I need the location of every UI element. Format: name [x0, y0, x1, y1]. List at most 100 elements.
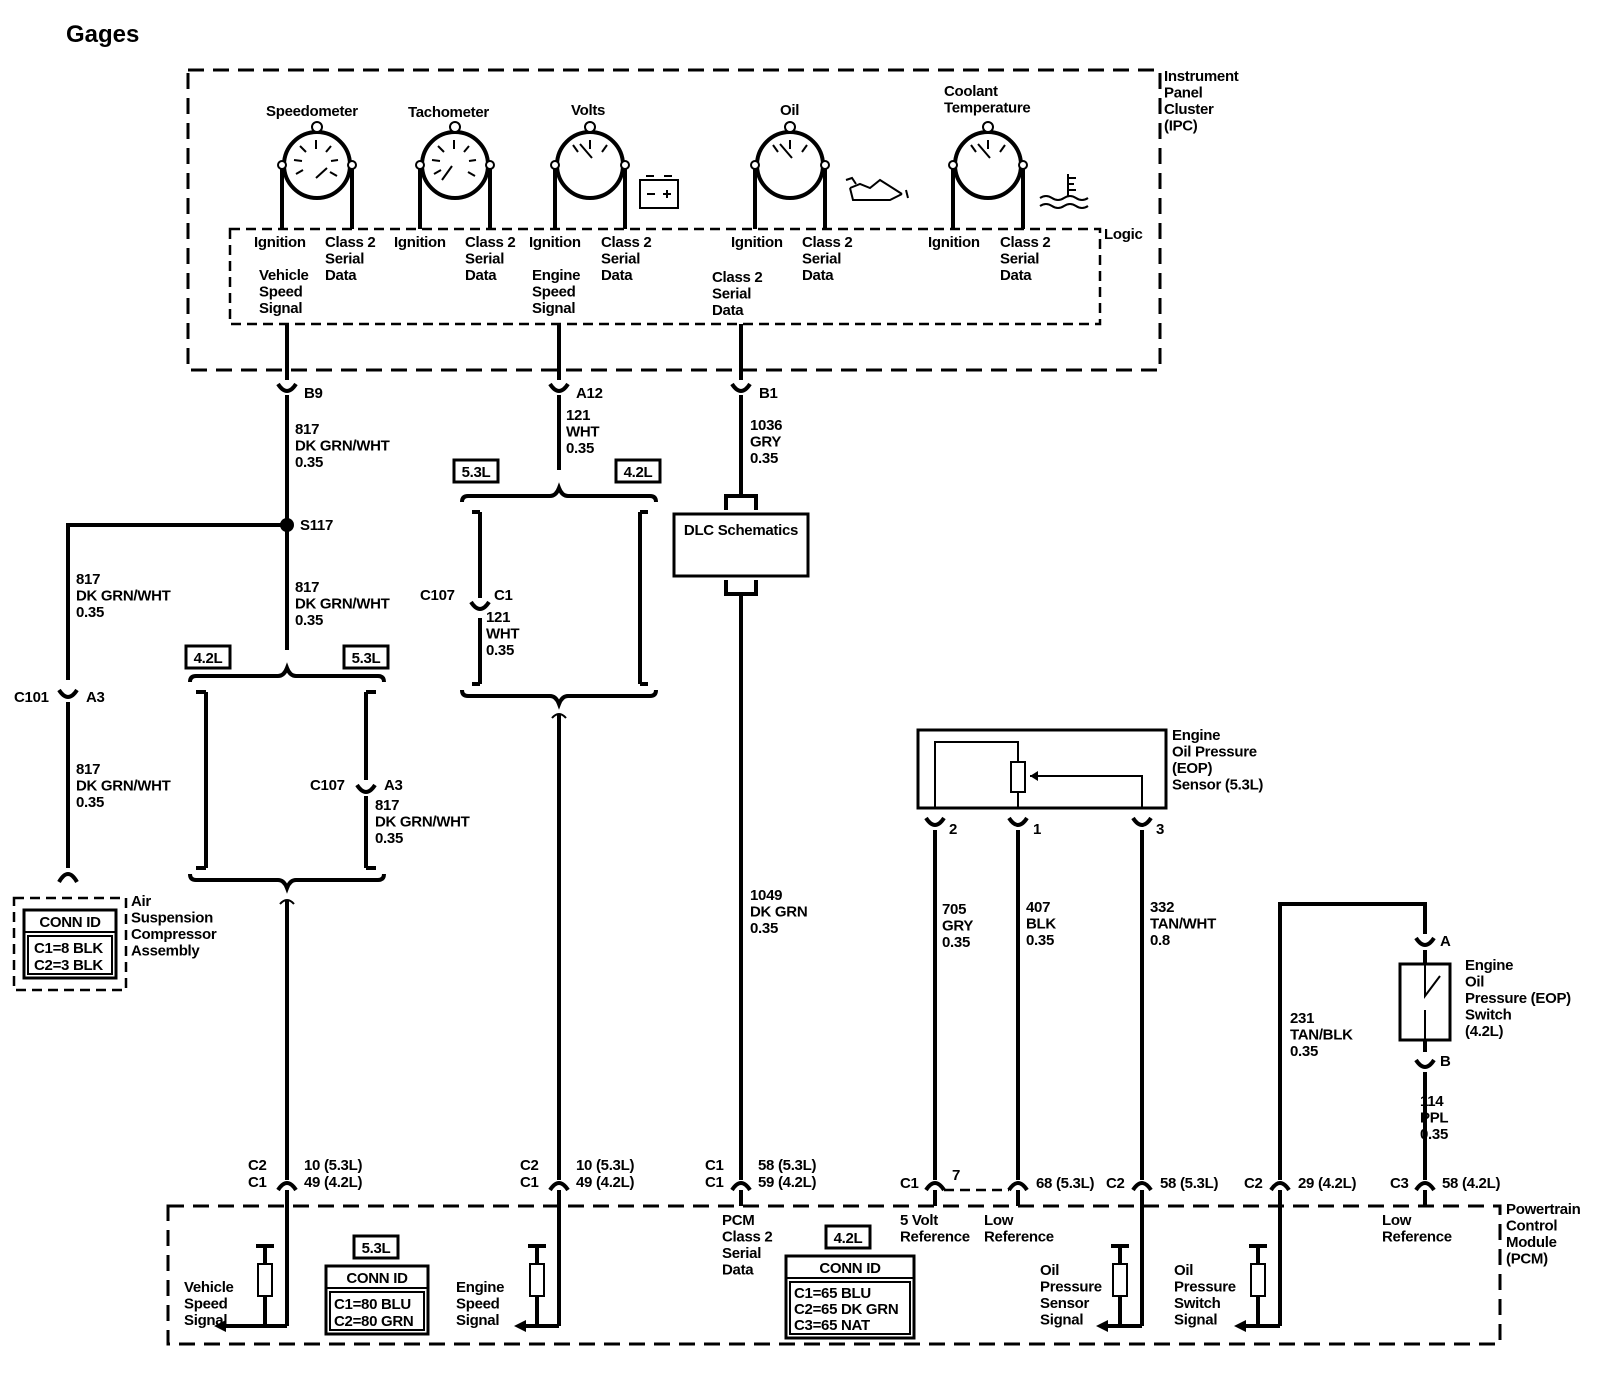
pcm-oil-pressure-sensor-signal-line-2: Pressure [1040, 1279, 1102, 1296]
speedo-class2-label-line-1: Class 2 [325, 234, 375, 251]
ipc-label-line-3: Cluster [1164, 101, 1214, 118]
pcm-ess-pin-line-2: 49 (4.2L) [576, 1174, 634, 1191]
air-suspension-label-line-3: Compressor [131, 926, 217, 943]
wire-1049-label-line-3: 0.35 [750, 920, 778, 937]
oil-ignition-label: Ignition [731, 234, 783, 251]
volts-class2-label-line-3: Data [601, 267, 633, 284]
gauge-tachometer-name: Tachometer [408, 104, 490, 121]
c107-c1-pin: C1 [494, 587, 513, 604]
pcm-oil-pressure-switch-signal-line-3: Switch [1174, 1295, 1221, 1312]
wire-332-label-line-1: 332 [1150, 899, 1174, 916]
pcm-vehicle-speed-signal-line-3: Signal [184, 1312, 227, 1329]
tach-class2-label-line-3: Data [465, 267, 497, 284]
tach-class2-label-line-1: Class 2 [465, 234, 515, 251]
pin-a12: A12 [576, 385, 603, 402]
pcm-ess-connector-line-2: C1 [520, 1174, 539, 1191]
wire-817-low-left-label-line-3: 0.35 [76, 794, 104, 811]
eop-switch-label-line-5: (4.2L) [1465, 1023, 1504, 1040]
pcm-ops-connector: C2 [1106, 1175, 1125, 1192]
wire-817-left-label-line-1: 817 [76, 571, 100, 588]
gauge-speedometer-name: Speedometer [266, 103, 358, 120]
wire-407-label-line-2: BLK [1026, 916, 1056, 933]
diagram-title: Gages [66, 21, 139, 48]
pcm-engine-speed-signal-line-2: Speed [456, 1296, 500, 1313]
wire-121-top-label-line-3: 0.35 [566, 440, 594, 457]
air-conn-id-title: CONN ID [39, 914, 101, 931]
pcm-conn-id-4.2l: 4.2L CONN ID C1=65 BLU C2=65 DK GRN C3=6… [784, 1224, 916, 1340]
ipc-vehicle-speed-signal-line-2: Speed [259, 284, 303, 301]
pcm-ops-pin: 58 (5.3L) [1160, 1175, 1218, 1192]
pcm-vehicle-speed-signal-line-2: Speed [184, 1296, 228, 1313]
engine-tag-a12-5.3l: 5.3L [452, 458, 500, 484]
pcm-osw-pin: 29 (4.2L) [1298, 1175, 1356, 1192]
engine-tag-b9-4.2l: 4.2L [184, 644, 232, 670]
eop-sensor-label-line-2: Oil Pressure [1172, 744, 1257, 761]
ipc-engine-speed-signal-line-1: Engine [532, 267, 580, 284]
wire-817-top-label-line-1: 817 [295, 421, 319, 438]
gauge-volts-name-line-1: Volts [571, 102, 605, 119]
ipc-engine-speed-signal-line-2: Speed [532, 284, 576, 301]
pcm-low-reference-line-1: Low [984, 1212, 1014, 1229]
svg-text:CONN ID: CONN ID [819, 1260, 881, 1277]
ipc-class2-serial-data-line-2: Serial [712, 286, 751, 303]
wire-705-label-line-1: 705 [942, 901, 966, 918]
eop-switch-label-line-4: Switch [1465, 1007, 1512, 1024]
pin-b9: B9 [304, 385, 323, 402]
logic-label: Logic [1104, 226, 1143, 243]
wire-1049-label-line-2: DK GRN [750, 904, 807, 921]
svg-text:4.2L: 4.2L [194, 650, 223, 667]
pcm-oil-pressure-sensor-signal-line-1: Oil [1040, 1262, 1059, 1279]
oil-class2-label-line-2: Serial [802, 251, 841, 268]
wire-817-low-left-label-line-2: DK GRN/WHT [76, 778, 171, 795]
pcm-oil-pressure-switch-signal-line-1: Oil [1174, 1262, 1193, 1279]
pcm-class2-serial-data-line-2: Class 2 [722, 1229, 772, 1246]
coolant-class2-label-line-3: Data [1000, 267, 1032, 284]
coolant-ignition-label-line-1: Ignition [928, 234, 980, 251]
pcm-vss-pin-line-1: 10 (5.3L) [304, 1157, 362, 1174]
c107-a3-connector: C107 [310, 777, 345, 794]
wire-817-left-label-line-2: DK GRN/WHT [76, 588, 171, 605]
pcm-lowref-pin: 68 (5.3L) [1036, 1175, 1094, 1192]
eop-pin-2: 2 [949, 821, 957, 838]
pcm-conn-id-5.3l: 5.3L CONN ID C1=80 BLU C2=80 GRN [324, 1234, 430, 1336]
svg-text:C2=80 GRN: C2=80 GRN [334, 1313, 413, 1330]
pcm-ess-pin: 10 (5.3L)49 (4.2L) [576, 1157, 635, 1191]
svg-text:5.3L: 5.3L [362, 1240, 391, 1257]
air-suspension-label-line-2: Suspension [131, 910, 213, 927]
pcm-engine-speed-signal-line-1: Engine [456, 1279, 504, 1296]
oil-class2-label-line-1: Class 2 [802, 234, 852, 251]
gauge-volts-name: Volts [571, 102, 605, 119]
wire-1049-label-line-1: 1049 [750, 887, 782, 904]
pcm-vss-pin-line-2: 49 (4.2L) [304, 1174, 362, 1191]
dlc-schematics-label: DLC Schematics [684, 522, 798, 539]
wire-231-label-line-1: 231 [1290, 1010, 1314, 1027]
air-suspension-label-line-1: Air [131, 893, 151, 910]
pcm-lowref2-connector: C3 [1390, 1175, 1409, 1192]
wire-114-label-line-1: 114 [1420, 1093, 1444, 1110]
svg-text:CONN ID: CONN ID [346, 1270, 408, 1287]
wire-817-c107-label-line-2: DK GRN/WHT [375, 814, 470, 831]
ipc-label-line-4: (IPC) [1164, 118, 1198, 135]
pcm-class2-pin-line-2: 59 (4.2L) [758, 1174, 816, 1191]
coolant-class2-label-line-2: Serial [1000, 251, 1039, 268]
volts-class2-label-line-1: Class 2 [601, 234, 651, 251]
oil-ignition-label-line-1: Ignition [731, 234, 783, 251]
